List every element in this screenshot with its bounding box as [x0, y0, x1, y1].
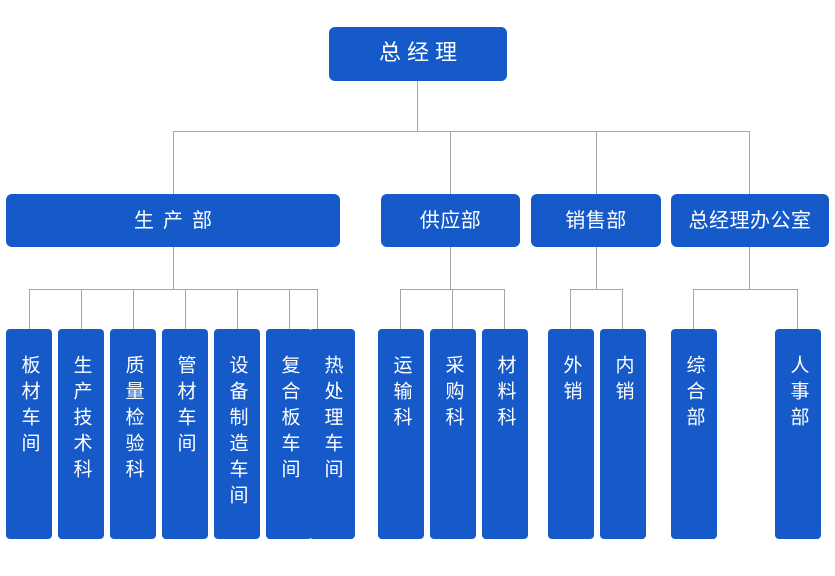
node-supply-department[interactable]: 供应部	[381, 194, 520, 247]
node-general-manager-office-label: 总经理办公室	[688, 208, 812, 232]
node-export-sales-label: 外销	[560, 355, 583, 407]
node-pipe-workshop[interactable]: 管材车间	[162, 329, 208, 539]
connector-supply-drop-3	[504, 289, 505, 329]
node-heat-treatment-workshop[interactable]: 热处理车间	[309, 329, 355, 539]
node-production-department-label: 生产部	[134, 208, 221, 232]
connector-drop-sales	[596, 131, 597, 194]
node-quality-inspection-section[interactable]: 质量检验科	[110, 329, 156, 539]
node-general-affairs-department[interactable]: 综合部	[671, 329, 717, 539]
connector-office-bus	[693, 289, 797, 290]
connector-drop-office	[749, 131, 750, 194]
node-materials-section-label: 材料科	[494, 355, 517, 433]
node-general-affairs-department-label: 综合部	[683, 355, 706, 433]
node-quality-inspection-section-label: 质量检验科	[122, 355, 145, 485]
connector-production-drop-3	[133, 289, 134, 329]
connector-production-drop-5	[237, 289, 238, 329]
node-plate-workshop[interactable]: 板材车间	[6, 329, 52, 539]
connector-production-drop-7	[317, 289, 318, 329]
node-production-department[interactable]: 生产部	[6, 194, 340, 247]
connector-office-drop-1	[693, 289, 694, 329]
node-personnel-department-label: 人事部	[787, 355, 810, 433]
connector-supply-stem	[450, 247, 451, 289]
node-transport-section[interactable]: 运输科	[378, 329, 424, 539]
connector-production-drop-4	[185, 289, 186, 329]
node-general-manager[interactable]: 总经理	[329, 27, 507, 81]
node-supply-department-label: 供应部	[419, 208, 482, 232]
node-plate-workshop-label: 板材车间	[18, 355, 41, 459]
node-heat-treatment-workshop-label: 热处理车间	[321, 355, 344, 485]
connector-sales-drop-1	[570, 289, 571, 329]
node-personnel-department[interactable]: 人事部	[775, 329, 821, 539]
node-clad-plate-workshop-label: 复合板车间	[278, 355, 301, 485]
node-equipment-manufacturing-workshop-label: 设备制造车间	[226, 355, 249, 511]
node-transport-section-label: 运输科	[390, 355, 413, 433]
node-sales-department-label: 销售部	[565, 208, 627, 232]
node-production-technology-section-label: 生产技术科	[70, 355, 93, 485]
connector-sales-stem	[596, 247, 597, 289]
node-equipment-manufacturing-workshop[interactable]: 设备制造车间	[214, 329, 260, 539]
node-export-sales[interactable]: 外销	[548, 329, 594, 539]
node-purchasing-section[interactable]: 采购科	[430, 329, 476, 539]
connector-production-bus	[29, 289, 317, 290]
connector-root-stem	[417, 81, 418, 132]
node-general-manager-office[interactable]: 总经理办公室	[671, 194, 829, 247]
node-general-manager-label: 总经理	[378, 41, 463, 67]
connector-production-drop-6	[289, 289, 290, 329]
connector-level2-bus	[173, 131, 749, 132]
node-materials-section[interactable]: 材料科	[482, 329, 528, 539]
connector-production-stem	[173, 247, 174, 289]
connector-office-stem	[749, 247, 750, 289]
connector-sales-bus	[570, 289, 622, 290]
connector-drop-production	[173, 131, 174, 194]
connector-office-drop-2	[797, 289, 798, 329]
node-sales-department[interactable]: 销售部	[531, 194, 661, 247]
connector-supply-drop-1	[400, 289, 401, 329]
connector-supply-drop-2	[452, 289, 453, 329]
node-pipe-workshop-label: 管材车间	[174, 355, 197, 459]
node-production-technology-section[interactable]: 生产技术科	[58, 329, 104, 539]
connector-production-drop-2	[81, 289, 82, 329]
node-purchasing-section-label: 采购科	[442, 355, 465, 433]
node-clad-plate-workshop[interactable]: 复合板车间	[266, 329, 312, 539]
connector-sales-drop-2	[622, 289, 623, 329]
node-domestic-sales-label: 内销	[612, 355, 635, 407]
node-domestic-sales[interactable]: 内销	[600, 329, 646, 539]
connector-drop-supply	[450, 131, 451, 194]
connector-production-drop-1	[29, 289, 30, 329]
